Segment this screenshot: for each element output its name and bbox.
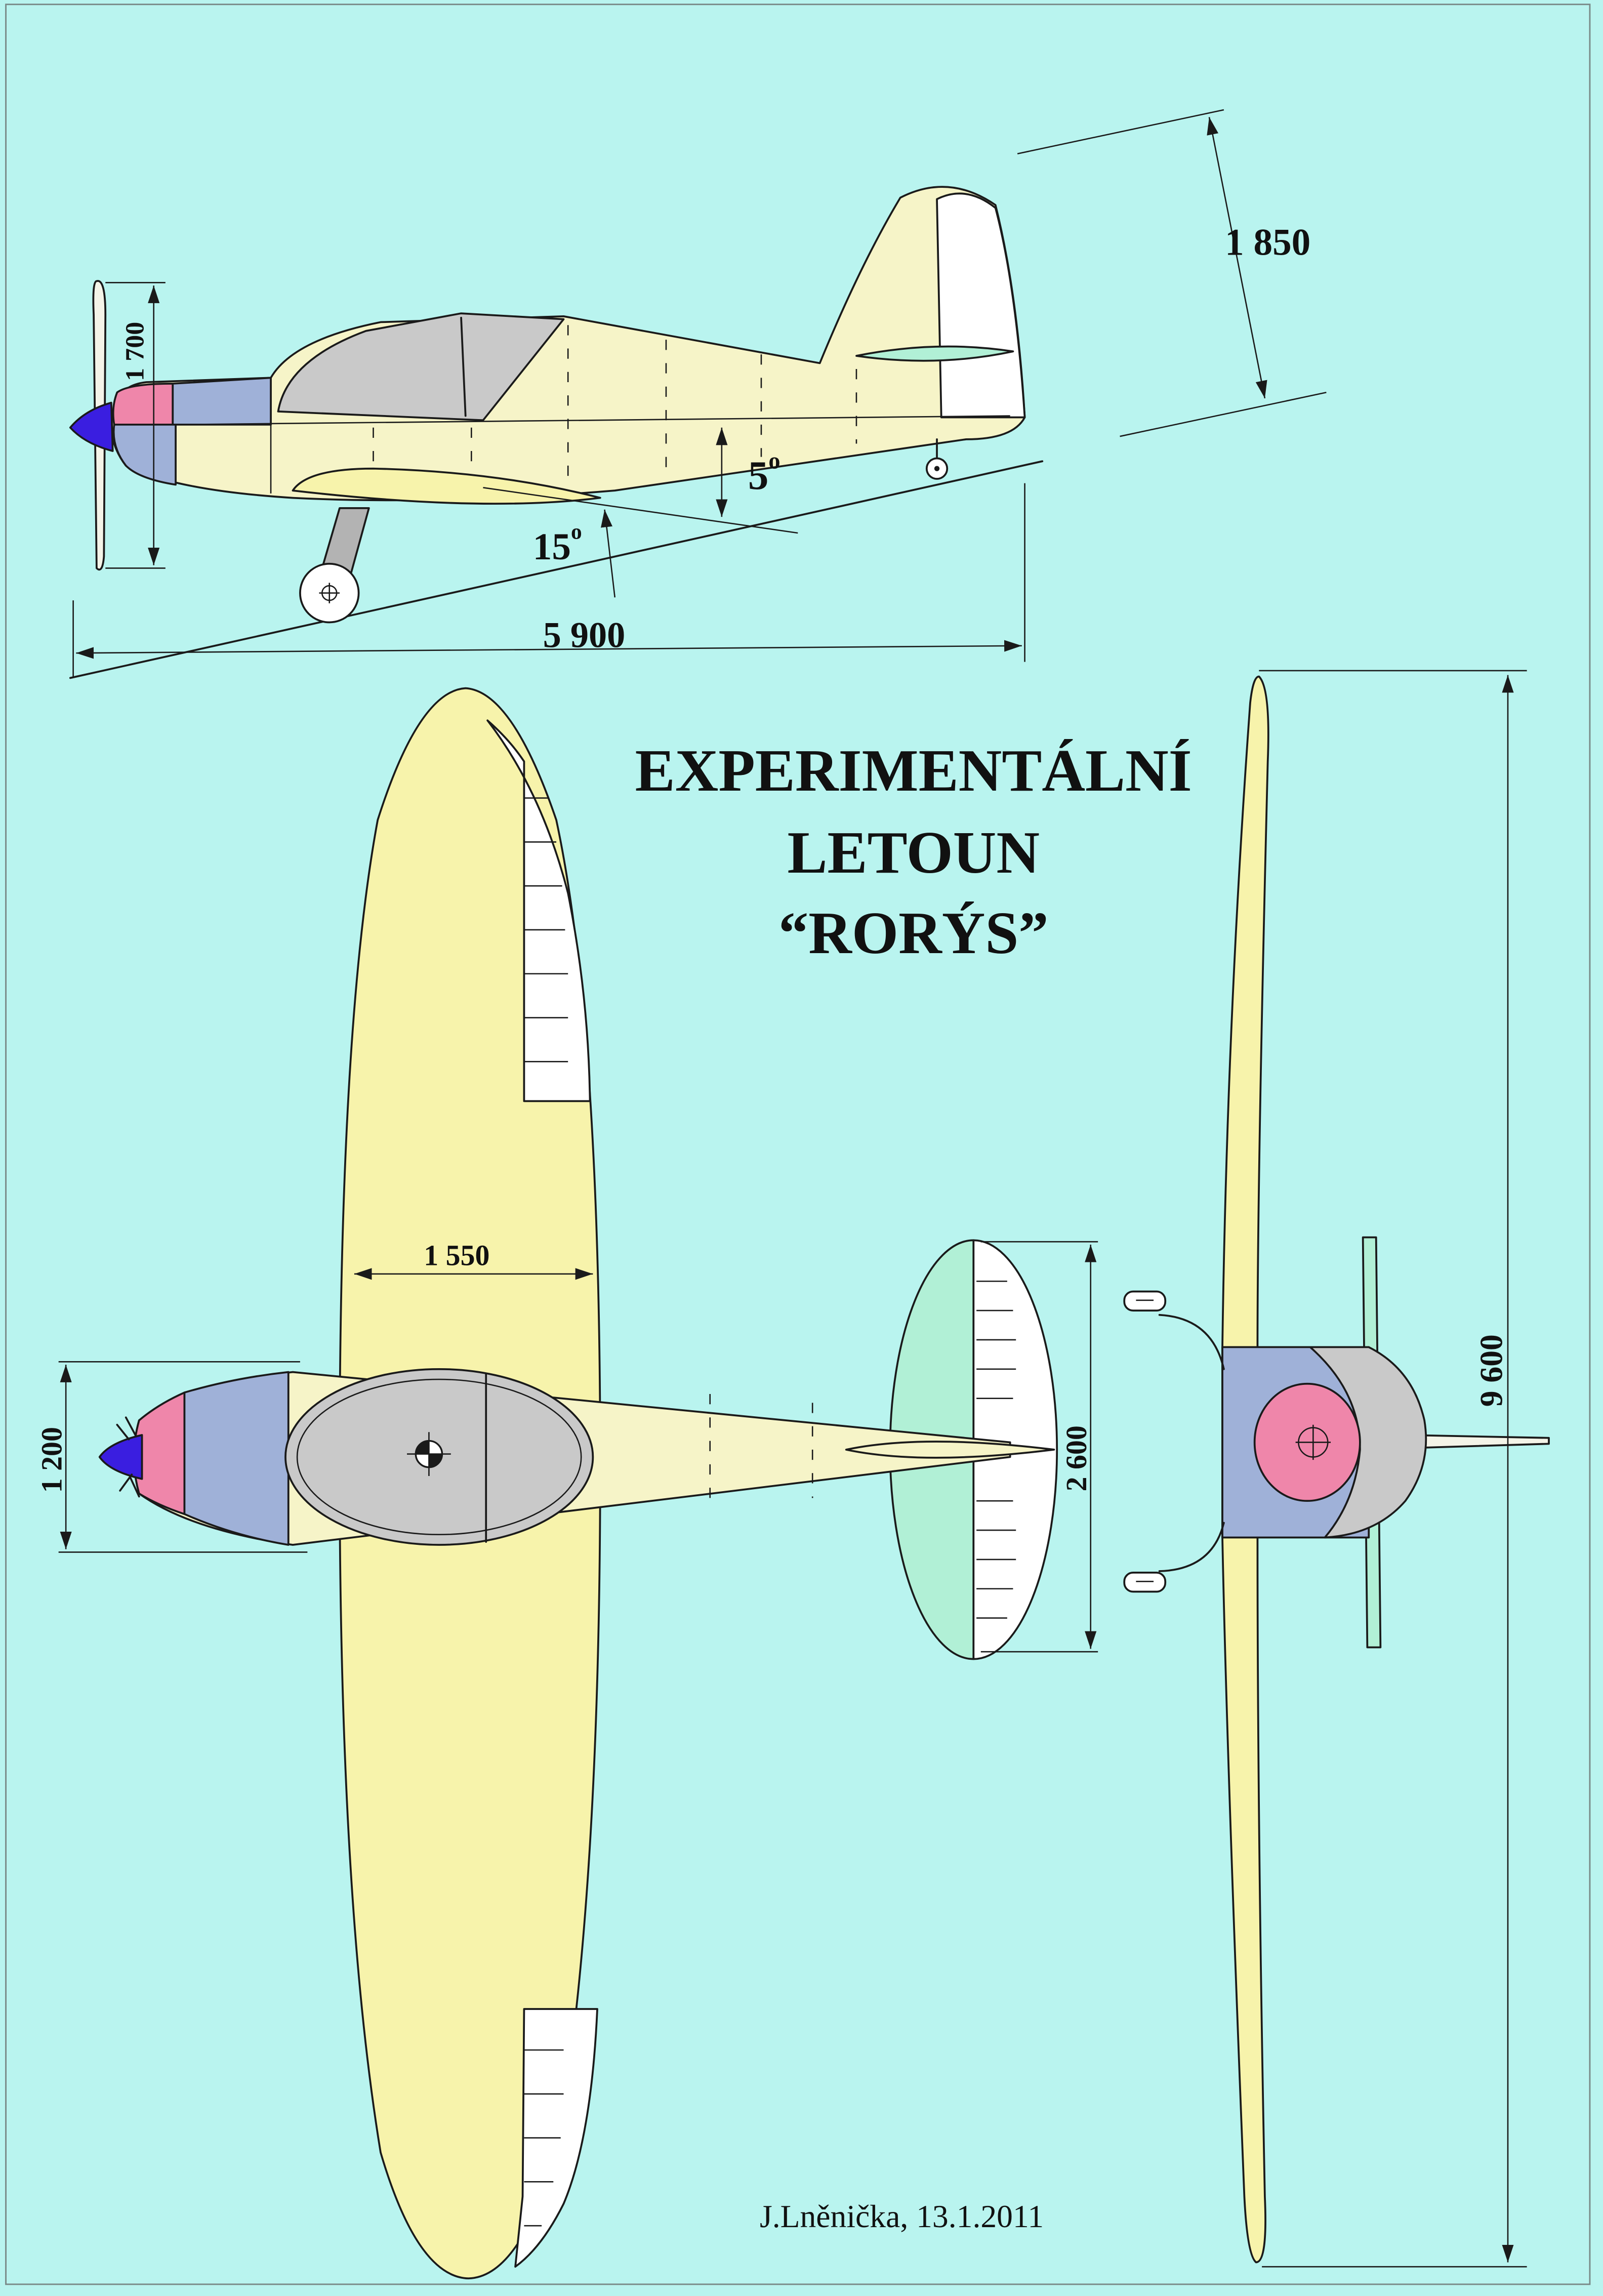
aileron-top-hatching	[524, 797, 568, 1062]
side-cowling-upper	[172, 377, 272, 426]
dim-height-extension-bottom	[1120, 392, 1327, 437]
aileron-bottom-hatching	[524, 2049, 564, 2227]
side-rudder	[936, 192, 1026, 419]
side-view: 1 700 1 850 5 900 5o 15o	[69, 109, 1327, 679]
side-horizontal-stabilizer	[855, 345, 1014, 362]
plan-aileron-top	[486, 719, 591, 1102]
dim-length-line	[76, 640, 1022, 659]
dim-height-label: 1 850	[1225, 221, 1310, 263]
front-spinner-cross	[1295, 1424, 1331, 1460]
angle-wing-value: 15	[533, 526, 571, 568]
plan-propeller-blades	[116, 1416, 140, 1498]
center-of-gravity-mark	[407, 1432, 451, 1476]
dim-height-extension-top	[1017, 109, 1224, 155]
angle-tail-degree: o	[768, 448, 780, 474]
angle-wing-label: 15o	[533, 520, 582, 568]
front-view: 9 600	[1123, 670, 1550, 2268]
front-gear-leg-lower	[1158, 1522, 1225, 1572]
angle-tail-value: 5	[748, 453, 768, 498]
angle-reference-line	[483, 487, 798, 534]
dim-propeller-label: 1 700	[120, 322, 149, 381]
plan-fin-top	[845, 1441, 1055, 1459]
plan-spinner	[98, 1434, 143, 1480]
dim-span-label: 9 600	[1473, 1334, 1509, 1407]
canopy-frame	[460, 316, 467, 417]
sheet-border	[5, 4, 1591, 2285]
plan-canopy-inner-line	[296, 1378, 582, 1536]
side-wing	[292, 467, 601, 505]
side-canopy	[277, 312, 565, 422]
dim-chord-label: 1 550	[424, 1239, 489, 1272]
title-line-2: LETOUN	[787, 819, 1040, 886]
title-block: EXPERIMENTÁLNÍ LETOUN “RORÝS”	[635, 737, 1192, 966]
fuselage-reference-line	[173, 415, 1010, 426]
side-nose-pink	[112, 383, 174, 426]
wheel-hub-cross	[319, 583, 340, 603]
angle-wing-degree: o	[571, 520, 582, 544]
elevator-hatching	[976, 1280, 1016, 1619]
angle-wing-arrow	[601, 509, 616, 598]
title-line-3: “RORÝS”	[778, 899, 1049, 966]
dim-height-line	[1207, 117, 1267, 399]
side-spinner	[69, 401, 114, 452]
dim-fuselage-label: 1 200	[35, 1427, 68, 1493]
tail-wheel-hub	[934, 466, 940, 471]
front-gear-leg-upper	[1158, 1314, 1225, 1370]
dim-length-label: 5 900	[543, 615, 626, 655]
front-wheel-lower	[1123, 1572, 1167, 1593]
side-cowling-lower	[112, 424, 177, 486]
dim-tail-label: 2 600	[1060, 1425, 1093, 1491]
title-line-1: EXPERIMENTÁLNÍ	[635, 737, 1192, 804]
author-and-date: J.Lněnička, 13.1.2011	[760, 2198, 1044, 2234]
top-view: 1 550 1 200	[35, 687, 1098, 2280]
front-wheel-upper	[1123, 1290, 1167, 1311]
angle-tail-label: 5o	[748, 448, 780, 499]
plan-cowling	[183, 1371, 290, 1546]
